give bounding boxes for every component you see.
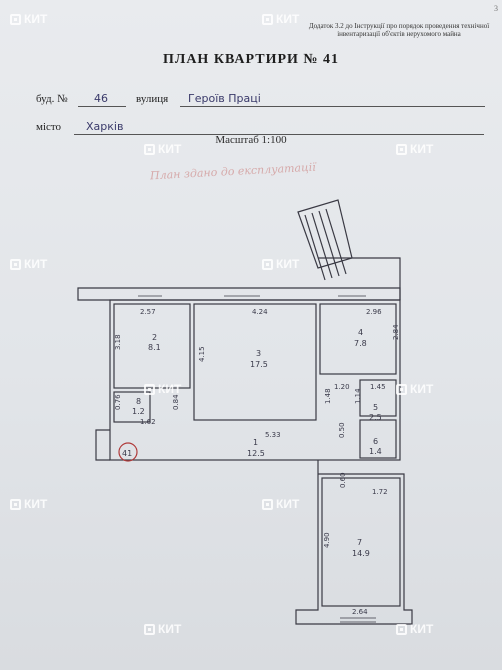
room-2-area: 8.1 — [148, 343, 161, 352]
dim-1-62: 1.62 — [140, 418, 156, 426]
city-value: Харків — [86, 120, 124, 133]
dim-0-84: 0.84 — [172, 394, 180, 410]
dim-2-64: 2.64 — [352, 608, 368, 616]
watermark: КИТ — [396, 142, 433, 156]
street-label: вулиця — [136, 93, 169, 105]
watermark-logo-icon — [10, 258, 21, 270]
city-underline — [74, 134, 484, 135]
watermark-logo-icon — [396, 383, 407, 395]
watermark: КИТ — [144, 382, 181, 396]
room-1-area: 12.5 — [247, 449, 265, 458]
dim-1-72: 1.72 — [372, 488, 388, 496]
dim-0-60: 0.60 — [339, 472, 347, 488]
dim-1-20: 1.20 — [334, 383, 350, 391]
apartment-mark: 41 — [122, 449, 132, 458]
room-7-area: 14.9 — [352, 549, 370, 558]
dimension-labels: 2.57 4.24 2.96 3.18 4.15 2.84 1.20 1.45 … — [114, 308, 400, 616]
watermark-logo-icon — [396, 143, 407, 155]
appendix-note: Додаток 3.2 до Інструкції про порядок пр… — [308, 22, 490, 38]
room-2-number: 2 — [152, 333, 157, 342]
watermark: КИТ — [10, 257, 47, 271]
dim-4-24: 4.24 — [252, 308, 268, 316]
watermark-logo-icon — [144, 623, 155, 635]
room-1-number: 1 — [253, 438, 258, 447]
dim-2-84: 2.84 — [392, 324, 400, 340]
building-underline — [78, 106, 126, 107]
building-label: буд. № — [36, 93, 68, 105]
plan-windows — [138, 295, 376, 623]
room-8-number: 8 — [136, 397, 141, 406]
watermark: КИТ — [262, 497, 299, 511]
room-6-number: 6 — [373, 437, 378, 446]
building-number: 46 — [94, 92, 108, 105]
watermark: КИТ — [262, 12, 299, 26]
room-3-area: 17.5 — [250, 360, 268, 369]
scale-label: Масштаб 1:100 — [215, 134, 287, 146]
watermark: КИТ — [144, 142, 181, 156]
room-6-area: 1.4 — [369, 447, 382, 456]
dim-0-76: 0.76 — [114, 394, 122, 410]
dim-1-14: 1.14 — [354, 388, 362, 404]
room-4-number: 4 — [358, 328, 363, 337]
dim-3-18: 3.18 — [114, 334, 122, 350]
watermark: КИТ — [10, 497, 47, 511]
page-corner-number: 3 — [494, 4, 498, 13]
plan-walls — [77, 199, 413, 625]
street-underline — [180, 106, 485, 107]
watermark: КИТ — [396, 382, 433, 396]
city-label: місто — [36, 121, 62, 133]
document-title: ПЛАН КВАРТИРИ № 41 — [163, 52, 339, 67]
dim-4-15: 4.15 — [198, 346, 206, 362]
room-labels: 1 12.5 2 8.1 3 17.5 4 7.8 5 2.5 6 1.4 7 … — [132, 328, 382, 558]
room-5-number: 5 — [373, 403, 378, 412]
dim-5-33: 5.33 — [265, 431, 281, 439]
dim-1-48: 1.48 — [324, 388, 332, 404]
dim-0-50: 0.50 — [338, 422, 346, 438]
apartment-mark-circle — [118, 442, 138, 462]
watermark-logo-icon — [10, 13, 21, 25]
watermark-logo-icon — [262, 498, 273, 510]
watermark-logo-icon — [396, 623, 407, 635]
room-8-area: 1.2 — [132, 407, 145, 416]
watermark-logo-icon — [144, 143, 155, 155]
watermark: КИТ — [144, 622, 181, 636]
watermark: КИТ — [396, 622, 433, 636]
watermark: КИТ — [10, 12, 47, 26]
watermark-logo-icon — [10, 498, 21, 510]
room-7-number: 7 — [357, 538, 362, 547]
street-value: Героїв Праці — [188, 92, 261, 105]
dim-4-90: 4.90 — [323, 532, 331, 548]
room-5-area: 2.5 — [369, 413, 382, 422]
watermark-logo-icon — [262, 258, 273, 270]
room-3-number: 3 — [256, 349, 261, 358]
watermark: КИТ — [262, 257, 299, 271]
dim-1-45: 1.45 — [370, 383, 386, 391]
dim-2-57: 2.57 — [140, 308, 156, 316]
watermark-logo-icon — [144, 383, 155, 395]
dim-2-96: 2.96 — [366, 308, 382, 316]
room-4-area: 7.8 — [354, 339, 367, 348]
watermark-logo-icon — [262, 13, 273, 25]
